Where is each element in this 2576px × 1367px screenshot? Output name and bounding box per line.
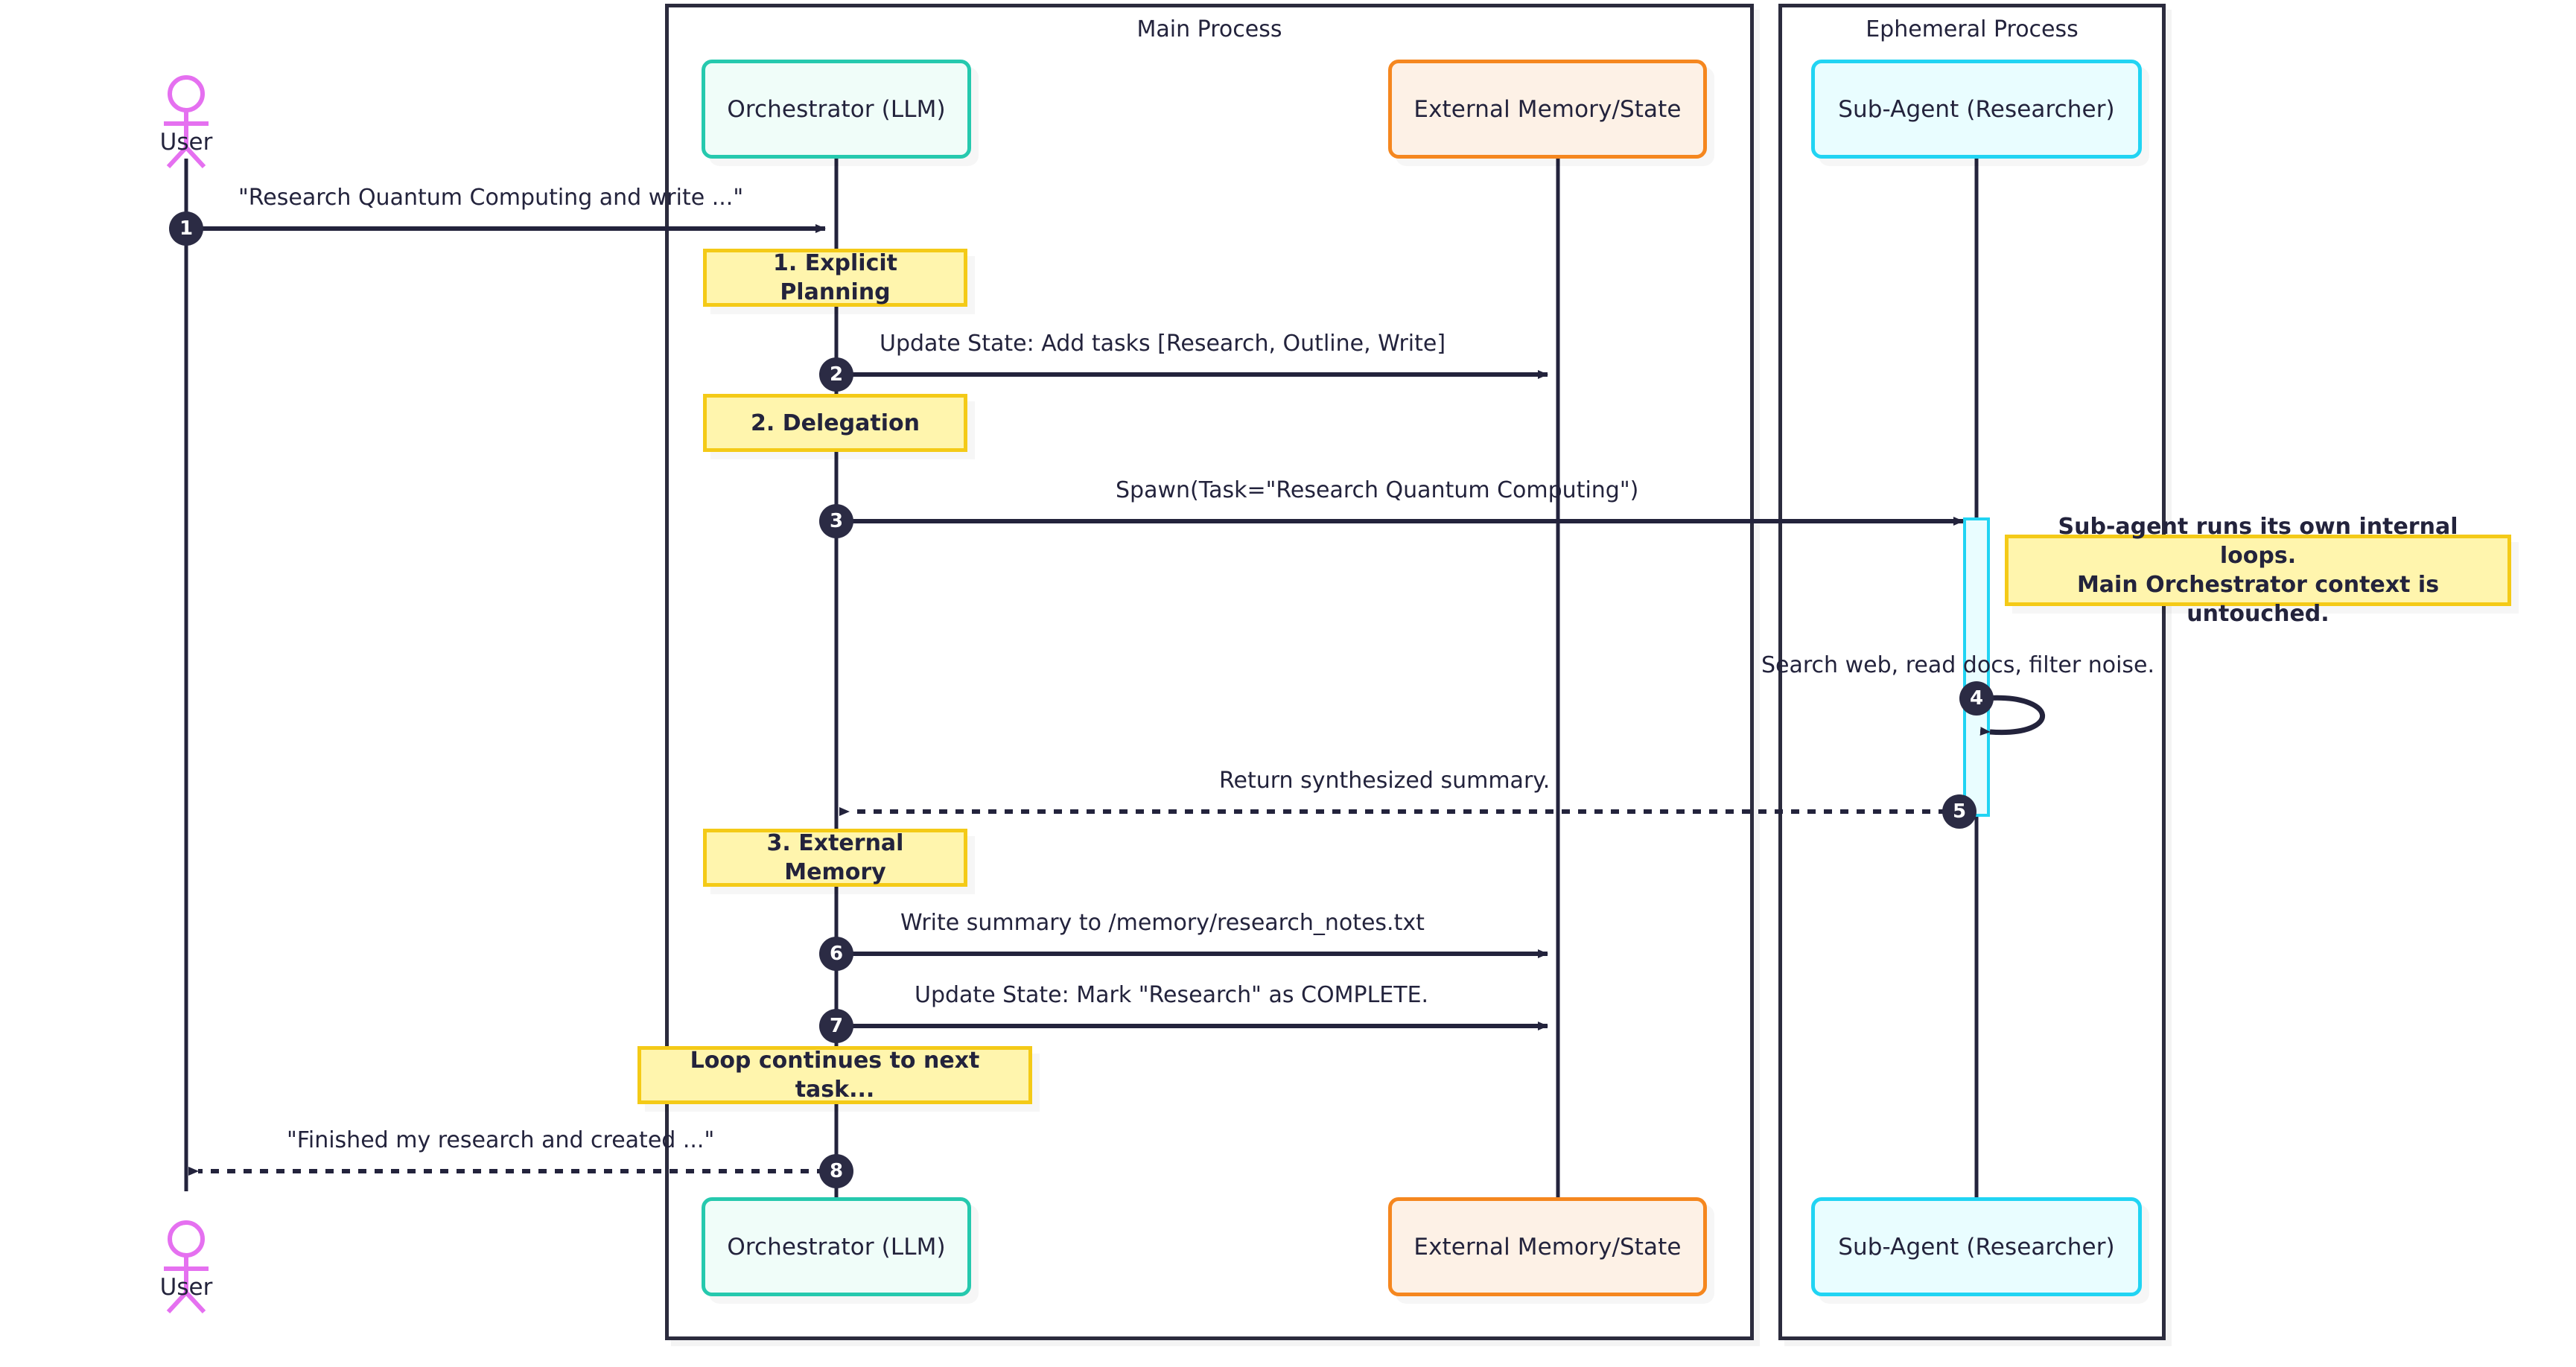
note-delegation: 2. Delegation — [703, 394, 967, 452]
note-line: Main Orchestrator context is untouched. — [2076, 572, 2440, 627]
message-label-3: Spawn(Task="Research Quantum Computing") — [1116, 477, 1639, 503]
sequence-badge-5: 5 — [1942, 794, 1976, 829]
note-line: 3. External Memory — [766, 830, 904, 885]
participant-orchestrator-bottom[interactable]: Orchestrator (LLM) — [702, 1197, 971, 1296]
message-label-7: Update State: Mark "Research" as COMPLET… — [915, 982, 1429, 1008]
participant-memory-bottom[interactable]: External Memory/State — [1388, 1197, 1707, 1296]
sequence-badge-4: 4 — [1959, 681, 1994, 716]
sequence-badge-8: 8 — [819, 1154, 853, 1188]
participant-label: Sub-Agent (Researcher) — [1838, 95, 2115, 123]
participant-label: Orchestrator (LLM) — [727, 95, 946, 123]
participant-label: External Memory/State — [1413, 1233, 1682, 1261]
note-subagent-internal-loops: Sub-agent runs its own internal loops. M… — [2005, 514, 2511, 627]
actor-label-user-top: User — [159, 129, 213, 156]
sequence-badge-2: 2 — [819, 357, 853, 392]
sequence-badge-1: 1 — [169, 211, 203, 246]
participant-label: External Memory/State — [1413, 95, 1682, 123]
sequence-badge-7: 7 — [819, 1009, 853, 1043]
participant-orchestrator-top[interactable]: Orchestrator (LLM) — [702, 60, 971, 159]
sequence-badge-3: 3 — [819, 504, 853, 538]
user-actor-icon-bottom — [164, 1220, 209, 1314]
participant-subagent-bottom[interactable]: Sub-Agent (Researcher) — [1811, 1197, 2142, 1296]
participant-label: Sub-Agent (Researcher) — [1838, 1233, 2115, 1261]
note-line: Loop continues to next task... — [690, 1048, 980, 1103]
message-label-1: "Research Quantum Computing and write ..… — [238, 185, 744, 211]
participant-subagent-top[interactable]: Sub-Agent (Researcher) — [1811, 60, 2142, 159]
note-line: 2. Delegation — [751, 410, 920, 436]
group-box-main-process — [665, 4, 1754, 1340]
note-external-memory: 3. External Memory — [703, 829, 967, 887]
group-label-main-process: Main Process — [1136, 16, 1282, 42]
message-label-2: Update State: Add tasks [Research, Outli… — [880, 331, 1446, 357]
participant-label: Orchestrator (LLM) — [727, 1233, 946, 1261]
sequence-badge-6: 6 — [819, 937, 853, 971]
participant-memory-top[interactable]: External Memory/State — [1388, 60, 1707, 159]
message-label-6: Write summary to /memory/research_notes.… — [900, 910, 1425, 936]
message-label-5: Return synthesized summary. — [1219, 768, 1551, 794]
note-explicit-planning: 1. Explicit Planning — [703, 249, 967, 307]
note-loop-continues: Loop continues to next task... — [637, 1046, 1032, 1104]
group-box-ephemeral-process — [1778, 4, 2166, 1340]
note-line: 1. Explicit Planning — [772, 250, 897, 305]
note-line: Sub-agent runs its own internal loops. — [2058, 514, 2458, 569]
actor-label-user-bottom: User — [159, 1274, 213, 1301]
message-label-8: "Finished my research and created ..." — [287, 1127, 715, 1153]
message-label-4: Search web, read docs, filter noise. — [1761, 652, 2155, 678]
user-actor-icon-top — [164, 75, 209, 169]
group-label-ephemeral-process: Ephemeral Process — [1866, 16, 2079, 42]
